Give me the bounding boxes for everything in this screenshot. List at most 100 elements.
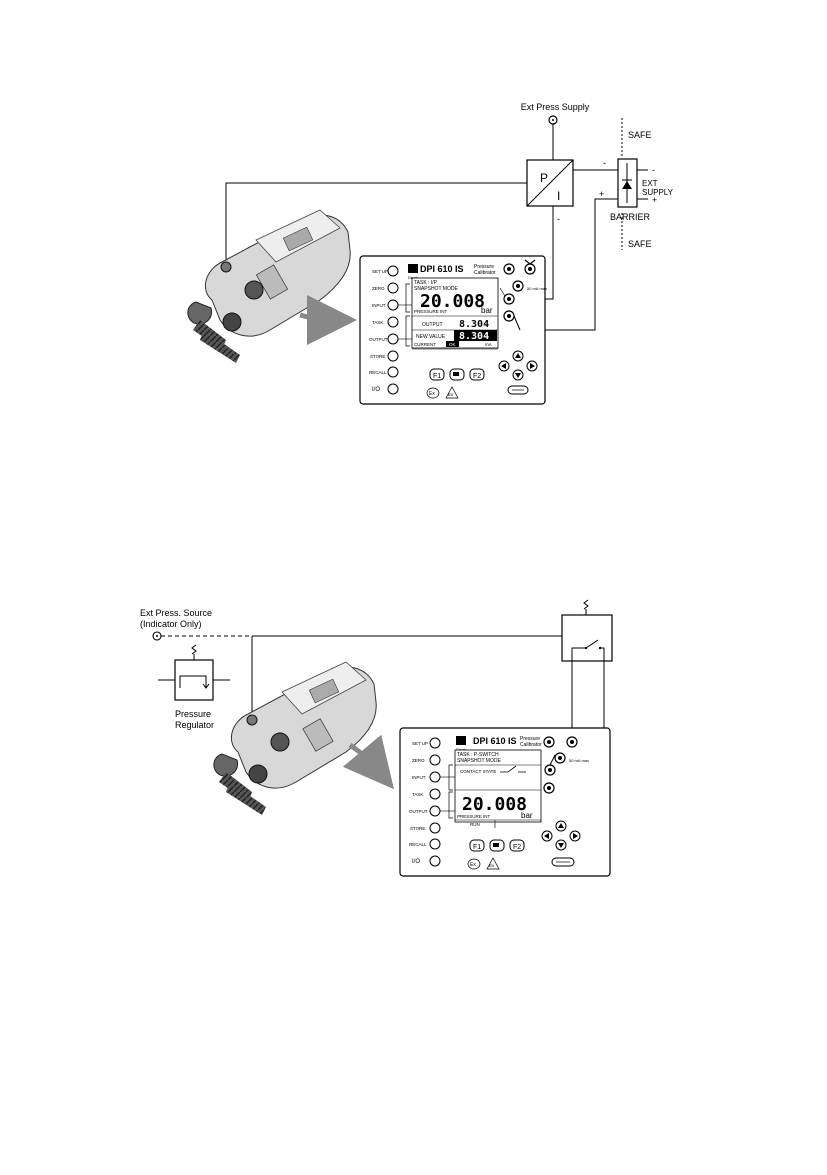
- btn-input-label: INPUT: [372, 303, 386, 308]
- io-button-2[interactable]: [429, 855, 441, 867]
- subtitle-2-2: Calibrator: [520, 742, 542, 748]
- ext-press-supply-label: Ext Press Supply: [521, 102, 590, 112]
- new-value-label: NEW VALUE: [416, 334, 446, 340]
- down-arrow-icon: [515, 373, 521, 378]
- pressure-label-2: PRESSURE INT: [457, 814, 491, 819]
- current-label: CURRENT: [414, 342, 436, 347]
- left-buttons: SET UP ZERO INPUT TASK OUTPUT STORE RECA…: [369, 265, 399, 395]
- btn2-recall-label: RECALL: [409, 842, 427, 847]
- btn2-setup-label: SET UP: [412, 741, 428, 746]
- recall-button[interactable]: [387, 366, 399, 378]
- store-button[interactable]: [387, 350, 399, 362]
- current-unit: mA: [485, 342, 492, 347]
- run-label: RUN: [470, 822, 480, 827]
- io-button[interactable]: [387, 383, 399, 395]
- barrier-label: BARRIER: [610, 212, 651, 222]
- input-button-2[interactable]: [429, 771, 441, 783]
- mode-line: SNAPSHOT MODE: [414, 286, 458, 292]
- input-button[interactable]: [387, 299, 399, 311]
- calibrator-handset-illustration: [187, 209, 357, 363]
- right-arrow-icon-2: [573, 833, 578, 839]
- btn-zero-label: ZERO: [372, 286, 385, 291]
- model-label: DPI 610 IS: [420, 264, 464, 274]
- ext-plus-label: +: [652, 195, 657, 205]
- safe-bottom-label: SAFE: [628, 239, 652, 249]
- regulator-label-2: Regulator: [175, 720, 214, 730]
- task-line-2: TASK : P-SWITCH: [457, 752, 499, 758]
- f1-button-2[interactable]: [469, 839, 485, 852]
- recall-button-2[interactable]: [429, 838, 441, 850]
- btn-setup-label: SET UP: [372, 269, 388, 274]
- output-value: 8.304: [459, 319, 489, 330]
- ex-mark-icon: [426, 387, 440, 399]
- f1-label-2: F1: [473, 844, 481, 851]
- pi-minus-bottom-label: -: [557, 214, 560, 224]
- f1-label: F1: [433, 373, 441, 380]
- left-buttons-2: SET UP ZERO INPUT TASK OUTPUT STORE RECA…: [409, 737, 441, 867]
- btn2-task-label: TASK: [412, 792, 423, 797]
- btn2-output-label: OUTPUT: [409, 809, 428, 814]
- setup-button-2[interactable]: [429, 737, 441, 749]
- f2-button-2[interactable]: [509, 839, 525, 852]
- up-arrow-icon-2: [558, 823, 564, 828]
- mode-line-2: SNAPSHOT MODE: [457, 758, 501, 764]
- safe-top-label: SAFE: [628, 130, 652, 140]
- btn2-io-label: I/O: [412, 859, 420, 865]
- pressure-label: PRESSURE INT: [414, 309, 448, 314]
- task-button-2[interactable]: [429, 788, 441, 800]
- ex1-label: Ex: [429, 391, 435, 397]
- ex1-label-2: Ex: [470, 862, 476, 868]
- unit-label-2: bar: [521, 811, 533, 820]
- zero-button[interactable]: [387, 282, 399, 294]
- ext-press-source-label: Ext Press. Source: [140, 608, 212, 618]
- diagram-1-ip-calibration: Ext Press Supply P I - - + SAFE SAFE: [187, 102, 674, 405]
- output-label: OUTPUT: [422, 322, 443, 328]
- pi-p-label: P: [540, 171, 548, 185]
- f2-button[interactable]: [469, 368, 485, 381]
- pi-i-label: I: [557, 189, 560, 203]
- btn-task-label: TASK: [372, 320, 383, 325]
- indicator-only-label: (Indicator Only): [140, 619, 202, 629]
- task-line: TASK : I/P: [414, 280, 438, 286]
- store-button-2[interactable]: [429, 822, 441, 834]
- btn-io-label: I/O: [372, 387, 380, 393]
- big-reading-2: 20.008: [462, 794, 527, 815]
- output-button[interactable]: [387, 333, 399, 345]
- pressure-switch: [561, 599, 613, 662]
- btn2-input-label: INPUT: [412, 775, 426, 780]
- btn2-zero-label: ZERO: [412, 758, 425, 763]
- btn-store-label: STORE: [370, 354, 385, 359]
- f2-label: F2: [473, 373, 481, 380]
- port-label-2: 50 mA max: [569, 758, 589, 763]
- output-button-2[interactable]: [429, 805, 441, 817]
- zero-button-2[interactable]: [429, 754, 441, 766]
- unit-label: bar: [481, 306, 493, 315]
- pi-converter: P I: [526, 159, 574, 207]
- setup-button[interactable]: [387, 265, 399, 277]
- new-value: 8.304: [459, 331, 489, 342]
- calibrator-handset-illustration-2: [213, 661, 395, 815]
- right-arrow-icon: [530, 363, 535, 369]
- task-button[interactable]: [387, 316, 399, 328]
- up-arrow-icon: [515, 353, 521, 358]
- spring-icon: [191, 644, 197, 660]
- barrier: [617, 158, 648, 208]
- subtitle-1: Pressure: [474, 264, 494, 270]
- ext-minus-label: -: [652, 165, 655, 175]
- diagram-2-pressure-switch: Ext Press. Source (Indicator Only) Press…: [140, 599, 613, 877]
- subtitle-1-2: Pressure: [520, 736, 540, 742]
- plus-bottom-label: +: [599, 189, 604, 199]
- backlight-icon: [453, 372, 459, 376]
- port-label: 50 mA max: [527, 286, 547, 291]
- btn-recall-label: RECALL: [369, 370, 387, 375]
- ex-mark-icon-2: [467, 858, 481, 870]
- left-arrow-icon-2: [544, 833, 549, 839]
- big-reading: 20.008: [420, 291, 485, 312]
- contact-state-label: CONTACT STATE: [460, 769, 496, 774]
- regulator-label-1: Pressure: [175, 709, 211, 719]
- brand-label: Druck: [408, 275, 418, 280]
- btn2-store-label: STORE: [410, 826, 425, 831]
- f1-button[interactable]: [429, 368, 445, 381]
- ok-label: OK: [449, 342, 456, 347]
